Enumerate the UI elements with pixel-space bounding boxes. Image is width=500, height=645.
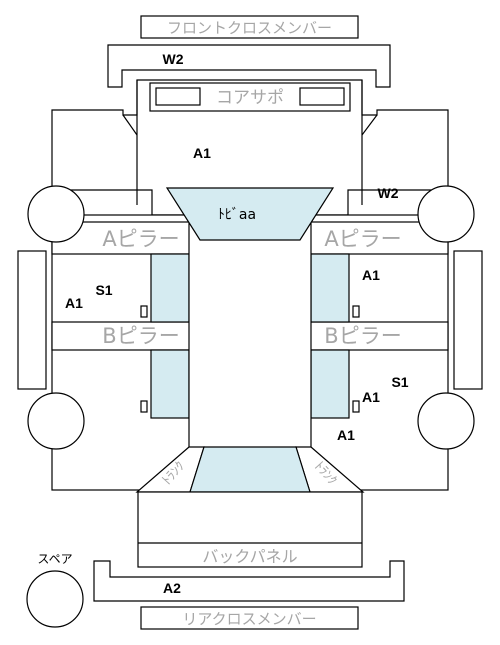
right-marker-rear — [352, 400, 360, 413]
rear-cross-member-label: リアクロスメンバー — [182, 610, 316, 628]
spare-label: スペア — [37, 552, 72, 566]
left-rocker-front — [150, 253, 190, 323]
core-support-right-slot — [299, 87, 345, 106]
toe-board — [165, 187, 335, 241]
right-fender-line — [361, 114, 378, 136]
left-door-bar — [17, 250, 47, 390]
rear-cross-member-box — [140, 606, 359, 630]
w2-top-label: W2 — [163, 51, 184, 67]
spare-tire — [26, 570, 84, 628]
a-pillar-right-label: Aピラー — [324, 227, 401, 251]
b-pillar-left-label: Bピラー — [102, 324, 179, 348]
wheel-rear-left — [27, 392, 85, 450]
a2-bracket — [93, 560, 405, 602]
front-cross-member-box — [140, 15, 359, 39]
a1-left-label: A1 — [65, 295, 83, 311]
w2-top-bracket — [107, 44, 391, 88]
front-cross-member-label: フロントクロスメンバー — [167, 19, 332, 37]
left-marker-front — [140, 305, 148, 318]
rear-section — [137, 491, 363, 568]
right-marker-front — [352, 305, 360, 318]
core-support-label: コアサポ — [216, 88, 284, 108]
left-marker-rear — [140, 400, 148, 413]
left-rocker-rear — [150, 349, 190, 419]
s1-right-label: S1 — [391, 374, 408, 390]
cabin-floor-cutout — [188, 214, 312, 466]
wheel-front-left — [27, 185, 85, 243]
wheel-rear-right — [417, 392, 475, 450]
right-rocker-front — [310, 253, 350, 323]
w2-right-label: W2 — [378, 185, 399, 201]
toe-board-label: ﾄﾋﾞaa — [218, 207, 256, 223]
a1-right-upper-label: A1 — [362, 267, 380, 283]
a2-label: A2 — [163, 580, 181, 596]
right-door-bar — [453, 250, 483, 390]
b-pillar-right-label: Bピラー — [324, 324, 401, 348]
a-pillar-left-label: Aピラー — [102, 227, 179, 251]
core-support-left-slot — [155, 87, 201, 106]
a1-right-lower-label: A1 — [362, 389, 380, 405]
right-rocker-rear — [310, 349, 350, 419]
a1-right-bottom-label: A1 — [337, 427, 355, 443]
trunk-floor — [189, 446, 311, 493]
left-fender-line — [122, 114, 138, 136]
back-panel-label: バックパネル — [202, 547, 297, 566]
wheel-front-right — [417, 185, 475, 243]
a1-top-label: A1 — [193, 145, 211, 161]
s1-left-label: S1 — [95, 282, 112, 298]
